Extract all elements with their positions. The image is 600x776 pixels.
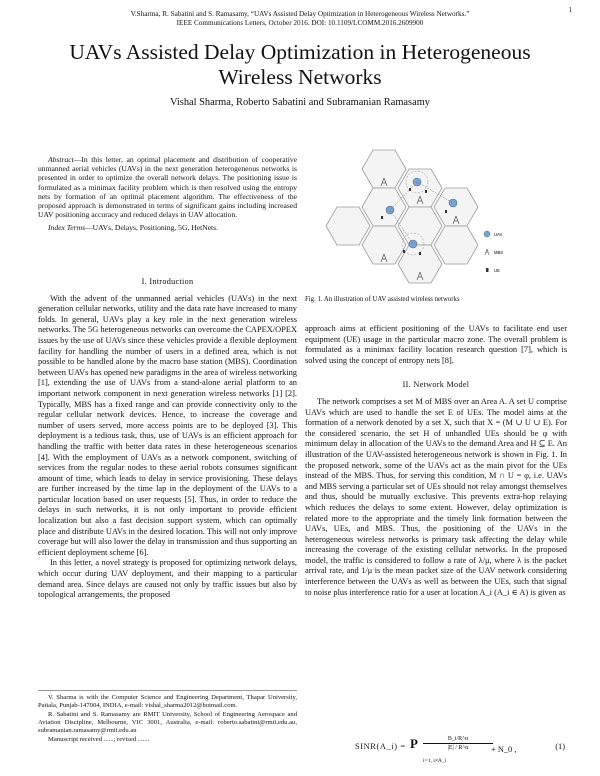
ue-icon [445,210,447,213]
abstract-label: Abstract [48,155,74,164]
intro-paragraph-1: With the advent of the unmanned aerial v… [38,293,297,557]
mbs-tower-icon [416,271,424,281]
coverage-circle [405,170,429,194]
mbs-tower-icon [416,195,424,205]
equation-denominator: |E| / R^α [447,745,469,751]
citation-header: V.Sharma, R. Sabatini and S. Ramasamy, “… [0,10,600,27]
legend-uav-label: UAV [494,232,503,237]
abstract-text: —In this letter, an optimal placement an… [38,155,297,220]
network-model-paragraph: The network comprises a set M of MBS ove… [305,396,567,597]
equation-power-symbol: P [410,736,418,751]
index-terms-label: Index Terms [48,223,86,233]
legend-uav-icon [483,230,491,238]
ue-icon [409,188,411,191]
cell-hexagons [325,149,479,284]
section-heading-network-model: II. Network Model [402,380,470,390]
cell-hexagon [433,225,479,265]
citation-line-1: V.Sharma, R. Sabatini and S. Ramasamy, “… [130,10,470,18]
intro-continuation: approach aims at efficient positioning o… [305,324,567,365]
legend-ue-icon [486,268,489,272]
equation-lhs: SINR(A_i) = [355,742,406,751]
ue-icon [419,252,421,255]
legend-mbs-icon [484,248,490,256]
footnote-manuscript: Manuscript received ......; revised ....… [48,736,150,743]
paper-title: UAVs Assisted Delay Optimization in Hete… [69,40,531,89]
index-terms-paragraph: Index Terms—UAVs, Delays, Positioning, 5… [38,223,297,232]
index-terms-text: —UAVs, Delays, Positioning, 5G, HetNets. [85,223,219,233]
intro-paragraph-2: In this letter, a novel strategy is prop… [38,558,297,600]
network-illustration-figure: UAV MBS UE [325,149,503,284]
equation-fraction: B_i/R^α |E| / R^α [423,736,493,751]
left-column: I. Introduction With the advent of the u… [38,271,297,601]
link-line [389,181,418,211]
legend-mbs-label: MBS [494,250,503,255]
footnote-sabatini-ramasamy: R. Sabatini and S. Ramasamy are RMIT Uni… [38,711,297,734]
equation-numerator: B_i/R^α [447,736,469,742]
right-column: approach aims at efficient positioning o… [305,324,567,598]
uav-icon [408,239,418,249]
cell-hexagon [361,149,407,189]
mbs-tower-icon [380,253,388,263]
equation-sum-range: i=1, i≠A_i [423,758,447,764]
coverage-circle [401,232,425,256]
mbs-tower-icon [380,177,388,187]
footnote-sharma: V. Sharma is with the Computer Science a… [38,694,297,709]
cell-hexagon [325,206,371,246]
footnotes: V. Sharma is with the Computer Science a… [38,690,297,745]
ue-icon [425,190,427,193]
cell-hexagon [361,187,407,227]
abstract-block: Abstract—In this letter, an optimal plac… [38,155,297,237]
link-lines [389,181,454,245]
link-line [389,209,414,245]
equation-noise-term: + N_0 , [491,745,517,754]
page-number: 1 [568,6,573,14]
section-heading-introduction: I. Introduction [141,277,194,286]
equation-number: (1) [555,742,565,751]
cell-hexagon [433,187,479,227]
mbs-tower-icon [452,215,460,225]
legend-ue-label: UE [494,268,500,273]
equation-1: SINR(A_i) = P B_i/R^α |E| / R^α i=1, i≠A… [305,736,567,770]
fraction-bar [423,743,493,744]
ue-icon [403,250,405,253]
ue-icon [381,216,383,219]
citation-line-2: IEEE Communications Letters, October 201… [176,18,424,27]
uav-icon [448,198,458,208]
figure-legend: UAV MBS UE [483,230,503,273]
mbs-towers [380,177,460,281]
author-list: Vishal Sharma, Roberto Sabatini and Subr… [170,97,430,108]
figure-caption: Fig. 1. An illustration of UAV assisted … [305,296,460,303]
abstract-paragraph: Abstract—In this letter, an optimal plac… [38,155,297,219]
cell-hexagon [361,225,407,265]
link-line [416,181,454,204]
ue-devices [381,188,447,255]
cell-hexagon [397,206,443,246]
